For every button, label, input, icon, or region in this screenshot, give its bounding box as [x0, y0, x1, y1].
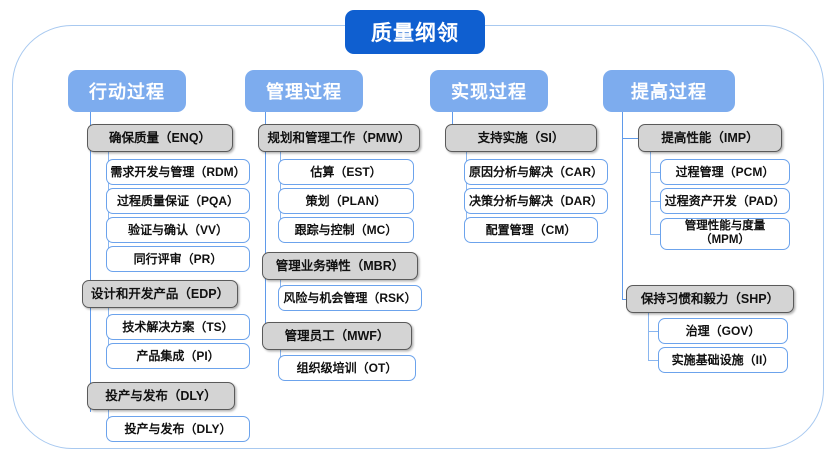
- leaf-node-ot[interactable]: 组织级培训（OT）: [278, 355, 416, 381]
- group-node-si[interactable]: 支持实施（SI）: [445, 124, 597, 152]
- column-header-4[interactable]: 提高过程: [603, 70, 735, 112]
- group-node-shp[interactable]: 保持习惯和毅力（SHP）: [626, 285, 794, 313]
- leaf-node-mc[interactable]: 跟踪与控制（MC）: [278, 217, 414, 243]
- group-node-enq[interactable]: 确保质量（ENQ）: [87, 124, 233, 152]
- leaf-node-pr[interactable]: 同行评审（PR）: [106, 246, 250, 272]
- leaf-node-vv[interactable]: 验证与确认（VV）: [106, 217, 250, 243]
- root-title-badge: 质量纲领: [345, 10, 485, 54]
- column-header-3[interactable]: 实现过程: [430, 70, 548, 112]
- sub-trunk: [648, 313, 650, 361]
- sub-branch-line: [650, 201, 662, 203]
- leaf-node-dar[interactable]: 决策分析与解决（DAR）: [464, 188, 608, 214]
- column-header-2[interactable]: 管理过程: [245, 70, 363, 112]
- leaf-node-cm[interactable]: 配置管理（CM）: [464, 217, 598, 243]
- leaf-node-rsk[interactable]: 风险与机会管理（RSK）: [278, 285, 422, 311]
- leaf-node-pcm[interactable]: 过程管理（PCM）: [660, 159, 790, 185]
- sub-branch-line: [648, 331, 660, 333]
- sub-branch-line: [648, 360, 660, 362]
- leaf-node-pqa[interactable]: 过程质量保证（PQA）: [106, 188, 250, 214]
- branch-line: [622, 138, 639, 140]
- sub-branch-line: [650, 172, 662, 174]
- leaf-node-pi[interactable]: 产品集成（PI）: [106, 343, 250, 369]
- leaf-node-mpm[interactable]: 管理性能与度量 （MPM）: [660, 218, 790, 250]
- column-header-1[interactable]: 行动过程: [68, 70, 186, 112]
- group-node-mwf[interactable]: 管理员工（MWF）: [262, 322, 412, 350]
- leaf-node-rdm[interactable]: 需求开发与管理（RDM）: [106, 159, 250, 185]
- leaf-node-ii[interactable]: 实施基础设施（II）: [658, 347, 788, 373]
- column-trunk-4: [622, 112, 624, 300]
- leaf-node-plan[interactable]: 策划（PLAN）: [278, 188, 414, 214]
- group-node-imp[interactable]: 提高性能（IMP）: [638, 124, 782, 152]
- group-node-dly[interactable]: 投产与发布（DLY）: [87, 382, 235, 410]
- group-node-edp[interactable]: 设计和开发产品（EDP）: [82, 280, 238, 308]
- leaf-node-car[interactable]: 原因分析与解决（CAR）: [464, 159, 608, 185]
- sub-branch-line: [650, 234, 662, 236]
- leaf-node-est[interactable]: 估算（EST）: [278, 159, 414, 185]
- branch-line: [622, 299, 629, 301]
- leaf-node-pad[interactable]: 过程资产开发（PAD）: [660, 188, 790, 214]
- group-node-mbr[interactable]: 管理业务弹性（MBR）: [262, 252, 418, 280]
- leaf-node-dly-item[interactable]: 投产与发布（DLY）: [106, 416, 250, 442]
- leaf-node-gov[interactable]: 治理（GOV）: [658, 318, 788, 344]
- sub-trunk: [650, 152, 652, 235]
- column-trunk-1: [90, 112, 92, 412]
- group-node-pmw[interactable]: 规划和管理工作（PMW）: [258, 124, 420, 152]
- column-trunk-2: [265, 112, 267, 342]
- leaf-node-ts[interactable]: 技术解决方案（TS）: [106, 314, 250, 340]
